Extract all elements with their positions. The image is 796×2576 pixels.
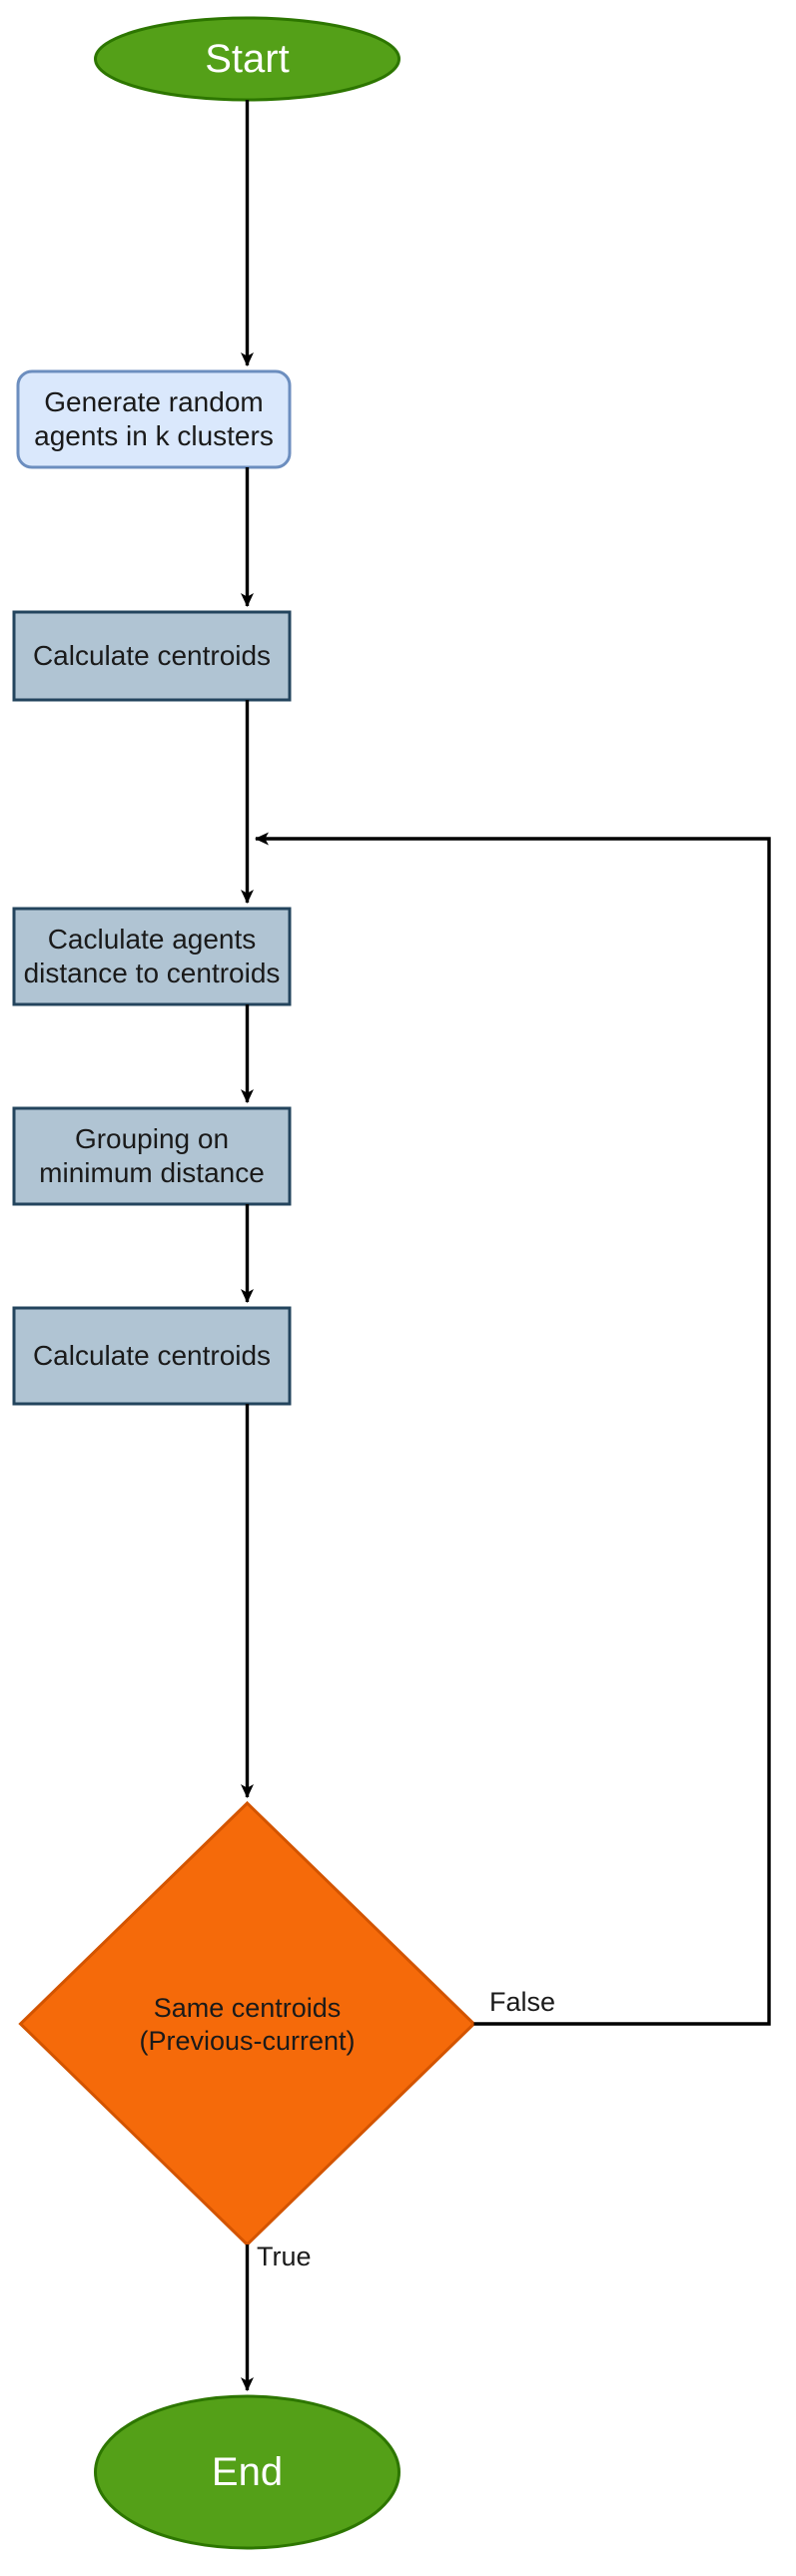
edge-false-loopback	[255, 832, 771, 2026]
same-centroids-decision-shape[interactable]	[18, 1800, 476, 2248]
calculate-centroids-initial-box-shape[interactable]	[12, 610, 292, 702]
calculate-centroids-loop-box-shape[interactable]	[12, 1306, 292, 1406]
start-terminal-shape[interactable]	[94, 16, 400, 102]
end-terminal-shape[interactable]	[94, 2394, 400, 2550]
distance-to-centroids-box-shape[interactable]	[12, 907, 292, 1006]
grouping-minimum-distance-box-shape[interactable]	[12, 1106, 292, 1206]
generate-agents-box-shape[interactable]	[16, 369, 292, 469]
